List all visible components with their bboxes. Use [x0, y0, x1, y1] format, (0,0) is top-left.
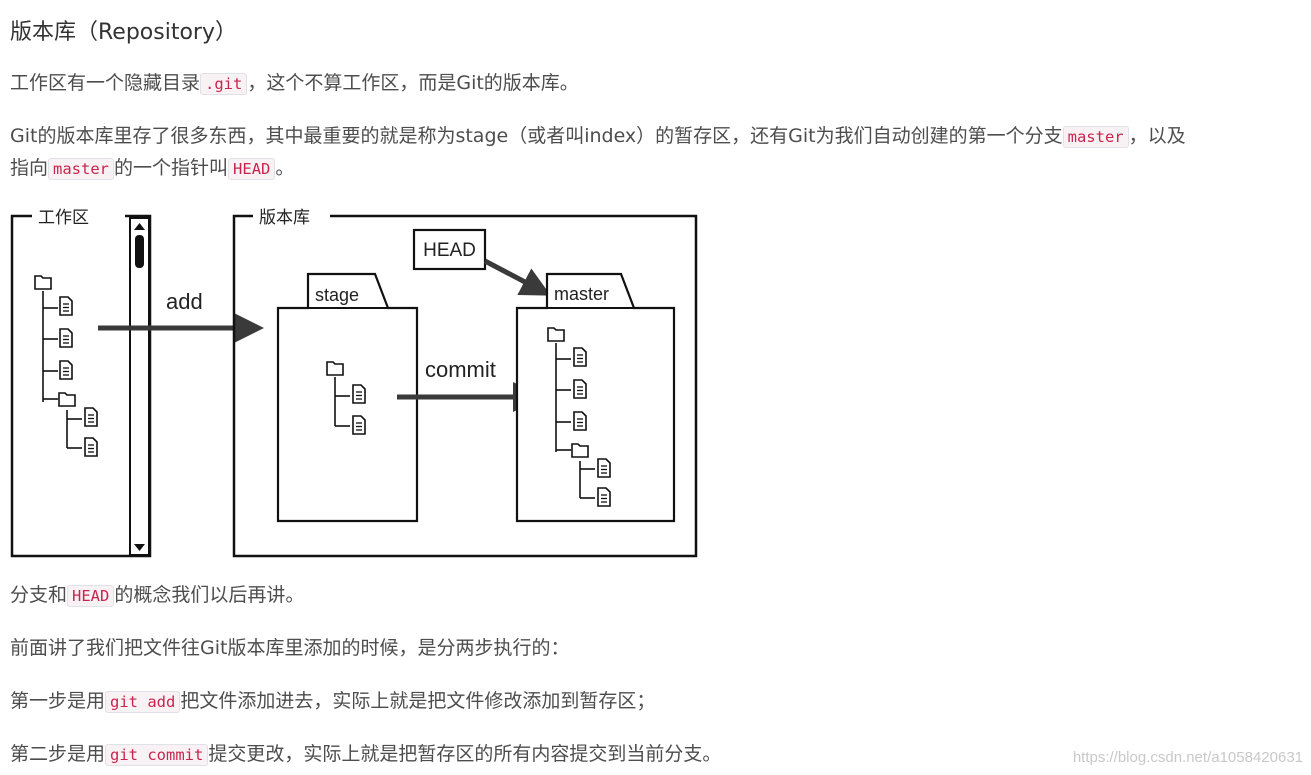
master-label: master: [554, 284, 609, 304]
code-head: HEAD: [228, 158, 276, 180]
text: Git的版本库里存了很多东西，其中最重要的就是称为stage（或者叫index）…: [10, 125, 1063, 147]
text: 。: [275, 157, 295, 179]
file-icon: [84, 437, 98, 457]
scroll-up-arrow-icon[interactable]: [134, 223, 145, 230]
master-file-tree: [555, 343, 595, 499]
repository-frame: 版本库: [232, 208, 698, 558]
stage-label: stage: [315, 285, 359, 305]
file-icon: [59, 328, 73, 348]
folder-icon: [547, 327, 565, 342]
scroll-down-arrow-icon[interactable]: [134, 544, 145, 551]
stage-file-tree: [334, 377, 350, 427]
head-pointer: HEAD: [412, 228, 551, 296]
file-icon: [573, 347, 587, 367]
text: 分支和: [10, 584, 68, 606]
master-branch: master: [515, 272, 676, 523]
text: 指向: [10, 157, 49, 179]
scroll-thumb[interactable]: [135, 235, 144, 268]
paragraph-git-dir: 工作区有一个隐藏目录.git，这个不算工作区，而是Git的版本库。: [10, 68, 579, 100]
file-icon: [59, 360, 73, 380]
code-master: master: [1062, 126, 1129, 148]
commit-label: commit: [425, 357, 496, 382]
text: ，这个不算工作区，而是Git的版本库。: [247, 72, 579, 94]
code-git-add: git add: [105, 691, 181, 713]
workspace-file-tree: [42, 291, 82, 449]
file-icon: [573, 379, 587, 399]
scrollbar[interactable]: [129, 217, 150, 556]
git-workflow-diagram: 工作区 add 版本库 HEAD stag: [10, 208, 698, 558]
file-icon: [84, 407, 98, 427]
code-master: master: [48, 158, 115, 180]
section-heading: 版本库（Repository）: [10, 20, 237, 45]
workspace-label: 工作区: [38, 208, 89, 227]
file-icon: [352, 415, 366, 435]
stage-area: stage: [276, 272, 419, 523]
file-icon: [59, 296, 73, 316]
code-git-commit: git commit: [105, 744, 209, 766]
text: 提交更改，实际上就是把暂存区的所有内容提交到当前分支。: [208, 743, 722, 765]
folder-icon: [571, 443, 589, 458]
repository-label: 版本库: [259, 208, 310, 227]
folder-icon: [326, 361, 344, 376]
head-label: HEAD: [423, 240, 476, 261]
code-head: HEAD: [67, 585, 115, 607]
text: 第一步是用: [10, 690, 106, 712]
paragraph-repo-contents: Git的版本库里存了很多东西，其中最重要的就是称为stage（或者叫index）…: [10, 121, 1186, 185]
paragraph-two-steps: 前面讲了我们把文件往Git版本库里添加的时候，是分两步执行的：: [10, 637, 570, 659]
code-git-dir: .git: [200, 73, 248, 95]
file-icon: [352, 384, 366, 404]
folder-icon: [34, 275, 52, 290]
text: 工作区有一个隐藏目录: [10, 72, 201, 94]
add-arrow: add: [98, 289, 264, 343]
file-icon: [597, 458, 611, 478]
text: 的一个指针叫: [114, 157, 229, 179]
workspace-frame: 工作区: [10, 208, 152, 558]
text: 把文件添加进去，实际上就是把文件修改添加到暂存区；: [180, 690, 656, 712]
watermark: https://blog.csdn.net/a1058420631: [1072, 749, 1303, 766]
add-label: add: [166, 289, 203, 314]
commit-arrow: commit: [397, 357, 543, 412]
file-icon: [573, 411, 587, 431]
file-icon: [597, 487, 611, 507]
text: 第二步是用: [10, 743, 106, 765]
folder-icon: [58, 392, 76, 407]
text: ，以及: [1128, 125, 1186, 147]
text: 的概念我们以后再讲。: [114, 584, 305, 606]
